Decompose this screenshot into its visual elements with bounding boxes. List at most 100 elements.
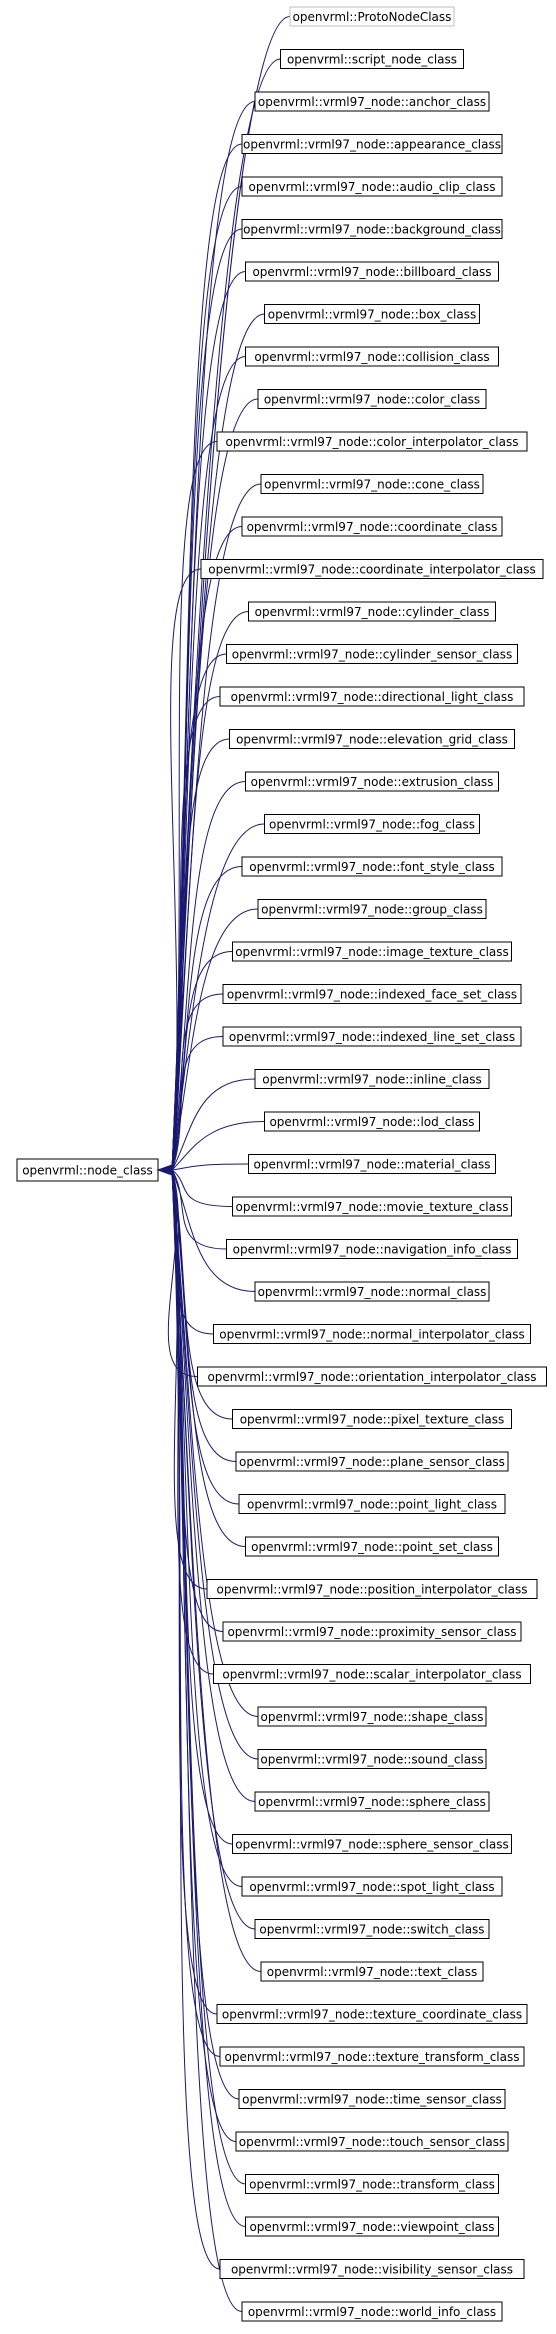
class-nodes: openvrml::ProtoNodeClassopenvrml::script… (197, 6, 547, 2322)
derived-class-node[interactable]: openvrml::vrml97_node::fog_class (264, 814, 480, 834)
derived-class-label: openvrml::vrml97_node::world_info_class (248, 2305, 496, 2319)
derived-class-node[interactable]: openvrml::vrml97_node::background_class (241, 219, 503, 239)
derived-class-label: openvrml::vrml97_node::indexed_face_set_… (227, 988, 517, 1002)
derived-class-node[interactable]: openvrml::vrml97_node::inline_class (254, 1069, 490, 1089)
derived-class-node[interactable]: openvrml::vrml97_node::transform_class (245, 2174, 499, 2194)
derived-class-node[interactable]: openvrml::vrml97_node::spot_light_class (241, 1876, 503, 1897)
inheritance-edge (171, 1169, 256, 1802)
derived-class-node[interactable]: openvrml::vrml97_node::font_style_class (241, 856, 503, 877)
derived-class-node[interactable]: openvrml::vrml97_node::lod_class (264, 1111, 480, 1132)
derived-class-node[interactable]: openvrml::vrml97_node::text_class (260, 1961, 484, 1982)
derived-class-box (197, 1366, 547, 1387)
derived-class-node[interactable]: openvrml::vrml97_node::texture_coordinat… (216, 2004, 528, 2024)
derived-class-node[interactable]: openvrml::vrml97_node::cylinder_sensor_c… (226, 644, 518, 664)
derived-class-node[interactable]: openvrml::vrml97_node::shape_class (257, 1706, 487, 1727)
derived-class-node[interactable]: openvrml::vrml97_node::time_sensor_class (238, 2089, 506, 2109)
derived-class-node[interactable]: openvrml::vrml97_node::cone_class (260, 474, 484, 494)
derived-class-node[interactable]: openvrml::vrml97_node::extrusion_class (245, 771, 499, 792)
inheritance-edge (171, 696, 221, 1171)
derived-class-label: openvrml::vrml97_node::directional_light… (231, 690, 514, 704)
derived-class-label: openvrml::vrml97_node::font_style_class (249, 860, 494, 874)
derived-class-label: openvrml::ProtoNodeClass (293, 10, 452, 24)
derived-class-box (241, 134, 503, 154)
derived-class-box (232, 1196, 512, 1217)
derived-class-node[interactable]: openvrml::vrml97_node::anchor_class (254, 91, 490, 112)
derived-class-label: openvrml::vrml97_node::movie_texture_cla… (235, 1200, 508, 1214)
derived-class-label: openvrml::vrml97_node::normal_class (258, 1285, 487, 1299)
derived-class-node[interactable]: openvrml::vrml97_node::coordinate_class (241, 516, 503, 537)
derived-class-node[interactable]: openvrml::vrml97_node::color_class (257, 389, 487, 409)
derived-class-box (226, 1239, 518, 1259)
inheritance-edge (171, 1169, 256, 1292)
derived-class-node[interactable]: openvrml::ProtoNodeClass (289, 6, 455, 27)
derived-class-label: openvrml::vrml97_node::sphere_class (258, 1795, 486, 1809)
derived-class-node[interactable]: openvrml::vrml97_node::scalar_interpolat… (213, 1664, 531, 1684)
derived-class-node[interactable]: openvrml::vrml97_node::box_class (264, 304, 480, 324)
derived-class-node[interactable]: openvrml::vrml97_node::world_info_class (241, 2301, 503, 2322)
inheritance-edge (171, 1078, 256, 1171)
derived-class-node[interactable]: openvrml::vrml97_node::sound_class (257, 1749, 487, 1769)
derived-class-label: openvrml::vrml97_node::anchor_class (258, 95, 486, 109)
derived-class-node[interactable]: openvrml::vrml97_node::coordinate_interp… (200, 559, 544, 579)
inheritance-edge (171, 1169, 259, 1760)
derived-class-node[interactable]: openvrml::vrml97_node::sphere_sensor_cla… (232, 1834, 512, 1854)
derived-class-node[interactable]: openvrml::vrml97_node::sphere_class (254, 1791, 490, 1812)
derived-class-label: openvrml::vrml97_node::group_class (261, 903, 483, 917)
derived-class-box (232, 1834, 512, 1854)
derived-class-label: openvrml::vrml97_node::plane_sensor_clas… (239, 1455, 505, 1469)
derived-class-node[interactable]: openvrml::vrml97_node::proximity_sensor_… (222, 1621, 522, 1642)
derived-class-node[interactable]: openvrml::vrml97_node::pixel_texture_cla… (232, 1409, 512, 1429)
derived-class-node[interactable]: openvrml::vrml97_node::group_class (257, 899, 487, 919)
derived-class-node[interactable]: openvrml::vrml97_node::texture_transform… (219, 2046, 525, 2067)
derived-class-node[interactable]: openvrml::vrml97_node::navigation_info_c… (226, 1239, 518, 1259)
derived-class-box (280, 49, 464, 69)
derived-class-node[interactable]: openvrml::vrml97_node::position_interpol… (206, 1579, 538, 1599)
derived-class-box (229, 729, 515, 749)
derived-class-node[interactable]: openvrml::vrml97_node::audio_clip_class (241, 176, 503, 197)
derived-class-box (241, 176, 503, 197)
derived-class-label: openvrml::vrml97_node::background_class (243, 223, 501, 237)
derived-class-node[interactable]: openvrml::vrml97_node::color_interpolato… (216, 431, 528, 452)
derived-class-label: openvrml::vrml97_node::transform_class (249, 2178, 495, 2192)
derived-class-label: openvrml::vrml97_node::pixel_texture_cla… (240, 1413, 505, 1427)
inheritance-edge (171, 1169, 246, 2227)
derived-class-label: openvrml::vrml97_node::cylinder_class (255, 605, 490, 619)
derived-class-node[interactable]: openvrml::vrml97_node::material_class (248, 1154, 496, 1174)
inheritance-edge (171, 1169, 221, 2270)
derived-class-node[interactable]: openvrml::vrml97_node::viewpoint_class (245, 2216, 499, 2237)
derived-class-node[interactable]: openvrml::vrml97_node::billboard_class (245, 261, 499, 282)
derived-class-node[interactable]: openvrml::vrml97_node::directional_light… (219, 686, 525, 707)
derived-class-box (206, 1579, 538, 1599)
derived-class-node[interactable]: openvrml::vrml97_node::orientation_inter… (197, 1366, 547, 1387)
derived-class-box (226, 644, 518, 664)
derived-class-node[interactable]: openvrml::vrml97_node::visibility_sensor… (219, 2259, 525, 2279)
derived-class-node[interactable]: openvrml::vrml97_node::plane_sensor_clas… (235, 1451, 509, 1472)
derived-class-label: openvrml::vrml97_node::normal_interpolat… (219, 1328, 524, 1342)
derived-class-label: openvrml::vrml97_node::cylinder_sensor_c… (232, 648, 513, 662)
derived-class-node[interactable]: openvrml::vrml97_node::normal_class (254, 1281, 490, 1302)
derived-class-node[interactable]: openvrml::vrml97_node::point_light_class (238, 1494, 506, 1514)
derived-class-label: openvrml::vrml97_node::sound_class (260, 1753, 483, 1767)
derived-class-node[interactable]: openvrml::vrml97_node::point_set_class (245, 1536, 499, 1557)
derived-class-box (200, 559, 544, 579)
base-class-node[interactable]: openvrml::node_class (16, 1158, 173, 1182)
derived-class-node[interactable]: openvrml::vrml97_node::elevation_grid_cl… (229, 729, 515, 749)
derived-class-node[interactable]: openvrml::script_node_class (280, 49, 464, 69)
derived-class-label: openvrml::vrml97_node::texture_coordinat… (222, 2008, 522, 2022)
derived-class-box (241, 1876, 503, 1897)
derived-class-node[interactable]: openvrml::vrml97_node::touch_sensor_clas… (235, 2131, 509, 2152)
derived-class-node[interactable]: openvrml::vrml97_node::appearance_class (241, 134, 503, 154)
derived-class-node[interactable]: openvrml::vrml97_node::switch_class (254, 1919, 490, 1939)
derived-class-node[interactable]: openvrml::vrml97_node::collision_class (245, 346, 499, 367)
derived-class-node[interactable]: openvrml::vrml97_node::cylinder_class (248, 601, 496, 622)
derived-class-node[interactable]: openvrml::vrml97_node::indexed_line_set_… (222, 1026, 522, 1047)
derived-class-node[interactable]: openvrml::vrml97_node::image_texture_cla… (232, 941, 512, 962)
inheritance-edge (171, 1169, 246, 1547)
derived-class-box (219, 2046, 525, 2067)
derived-class-node[interactable]: openvrml::vrml97_node::movie_texture_cla… (232, 1196, 512, 1217)
derived-class-node[interactable]: openvrml::vrml97_node::indexed_face_set_… (222, 984, 522, 1004)
derived-class-node[interactable]: openvrml::vrml97_node::normal_interpolat… (213, 1324, 531, 1344)
derived-class-label: openvrml::vrml97_node::color_interpolato… (226, 435, 519, 449)
derived-class-box (241, 2301, 503, 2322)
derived-class-label: openvrml::vrml97_node::billboard_class (252, 265, 491, 279)
